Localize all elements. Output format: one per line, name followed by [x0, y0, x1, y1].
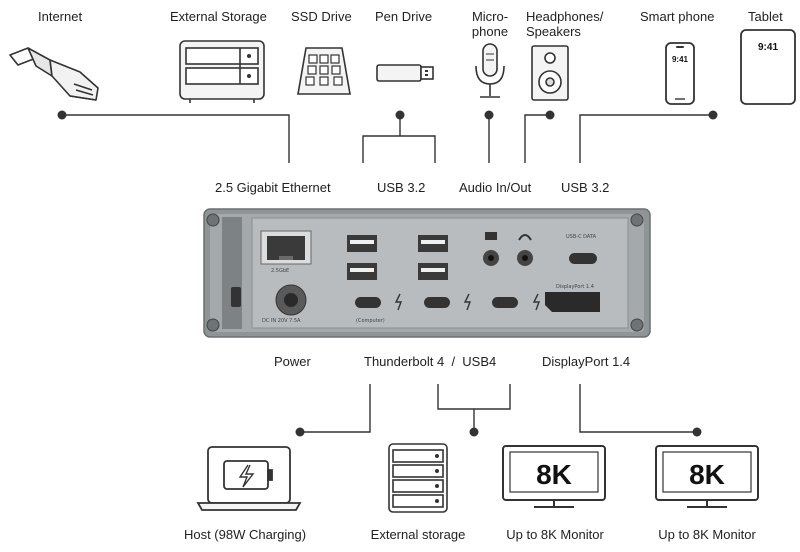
- label-smartphone: Smart phone: [640, 9, 715, 24]
- label-usb-a-ports: USB 3.2: [377, 180, 426, 195]
- top-connection-lines: [57, 110, 718, 163]
- ethernet-cable-icon: [9, 47, 99, 101]
- monitor-icon-2: [655, 445, 759, 508]
- caption-ethernet: 2.5GbE: [271, 268, 290, 274]
- label-ethernet-port: 2.5 Gigabit Ethernet: [215, 180, 331, 195]
- bottom-connection-lines: [295, 384, 702, 437]
- speaker-icon: [531, 45, 569, 101]
- label-monitor-2: Up to 8K Monitor: [658, 527, 756, 542]
- label-internet: Internet: [38, 9, 83, 24]
- label-host: Host (98W Charging): [183, 527, 307, 542]
- tablet-screen-time: 9:41: [758, 42, 778, 53]
- label-audio-ports: Audio In/Out: [459, 180, 532, 195]
- smartphone-icon: [665, 42, 695, 105]
- caption-usb-c: USB-C DATA: [566, 234, 597, 240]
- label-external-storage: External Storage: [170, 9, 267, 24]
- dock-station: [203, 208, 651, 338]
- external-storage-icon: [179, 40, 265, 103]
- label-ssd-drive: SSD Drive: [291, 9, 352, 24]
- label-power-port: Power: [274, 354, 311, 369]
- label-microphone: Micro- phone: [471, 9, 509, 39]
- caption-dp: DisplayPort 1.4: [556, 284, 594, 290]
- smartphone-screen-time: 9:41: [672, 55, 689, 64]
- label-headphones-speakers: Headphones/ Speakers: [526, 9, 604, 39]
- label-thunderbolt-ports: Thunderbolt 4 / USB4: [364, 354, 497, 369]
- caption-power: DC IN 20V 7.5A: [262, 318, 301, 324]
- label-pen-drive: Pen Drive: [375, 9, 433, 24]
- pen-drive-icon: [376, 64, 434, 82]
- tablet-icon: [740, 29, 796, 105]
- monitor-2-screen-text: 8K: [689, 459, 725, 490]
- label-tablet: Tablet: [748, 9, 783, 24]
- ssd-drive-icon: [297, 47, 351, 95]
- label-usb-c-port: USB 3.2: [561, 180, 610, 195]
- label-external-storage-bottom: External storage: [370, 527, 466, 542]
- label-displayport: DisplayPort 1.4: [542, 354, 631, 369]
- monitor-1-screen-text: 8K: [536, 459, 572, 490]
- monitor-icon-1: [502, 445, 606, 508]
- caption-tb-host: (Computer): [356, 318, 385, 324]
- storage-enclosure-icon: [388, 443, 448, 513]
- laptop-icon: [196, 446, 302, 511]
- label-monitor-1: Up to 8K Monitor: [506, 527, 604, 542]
- microphone-icon: [475, 43, 505, 98]
